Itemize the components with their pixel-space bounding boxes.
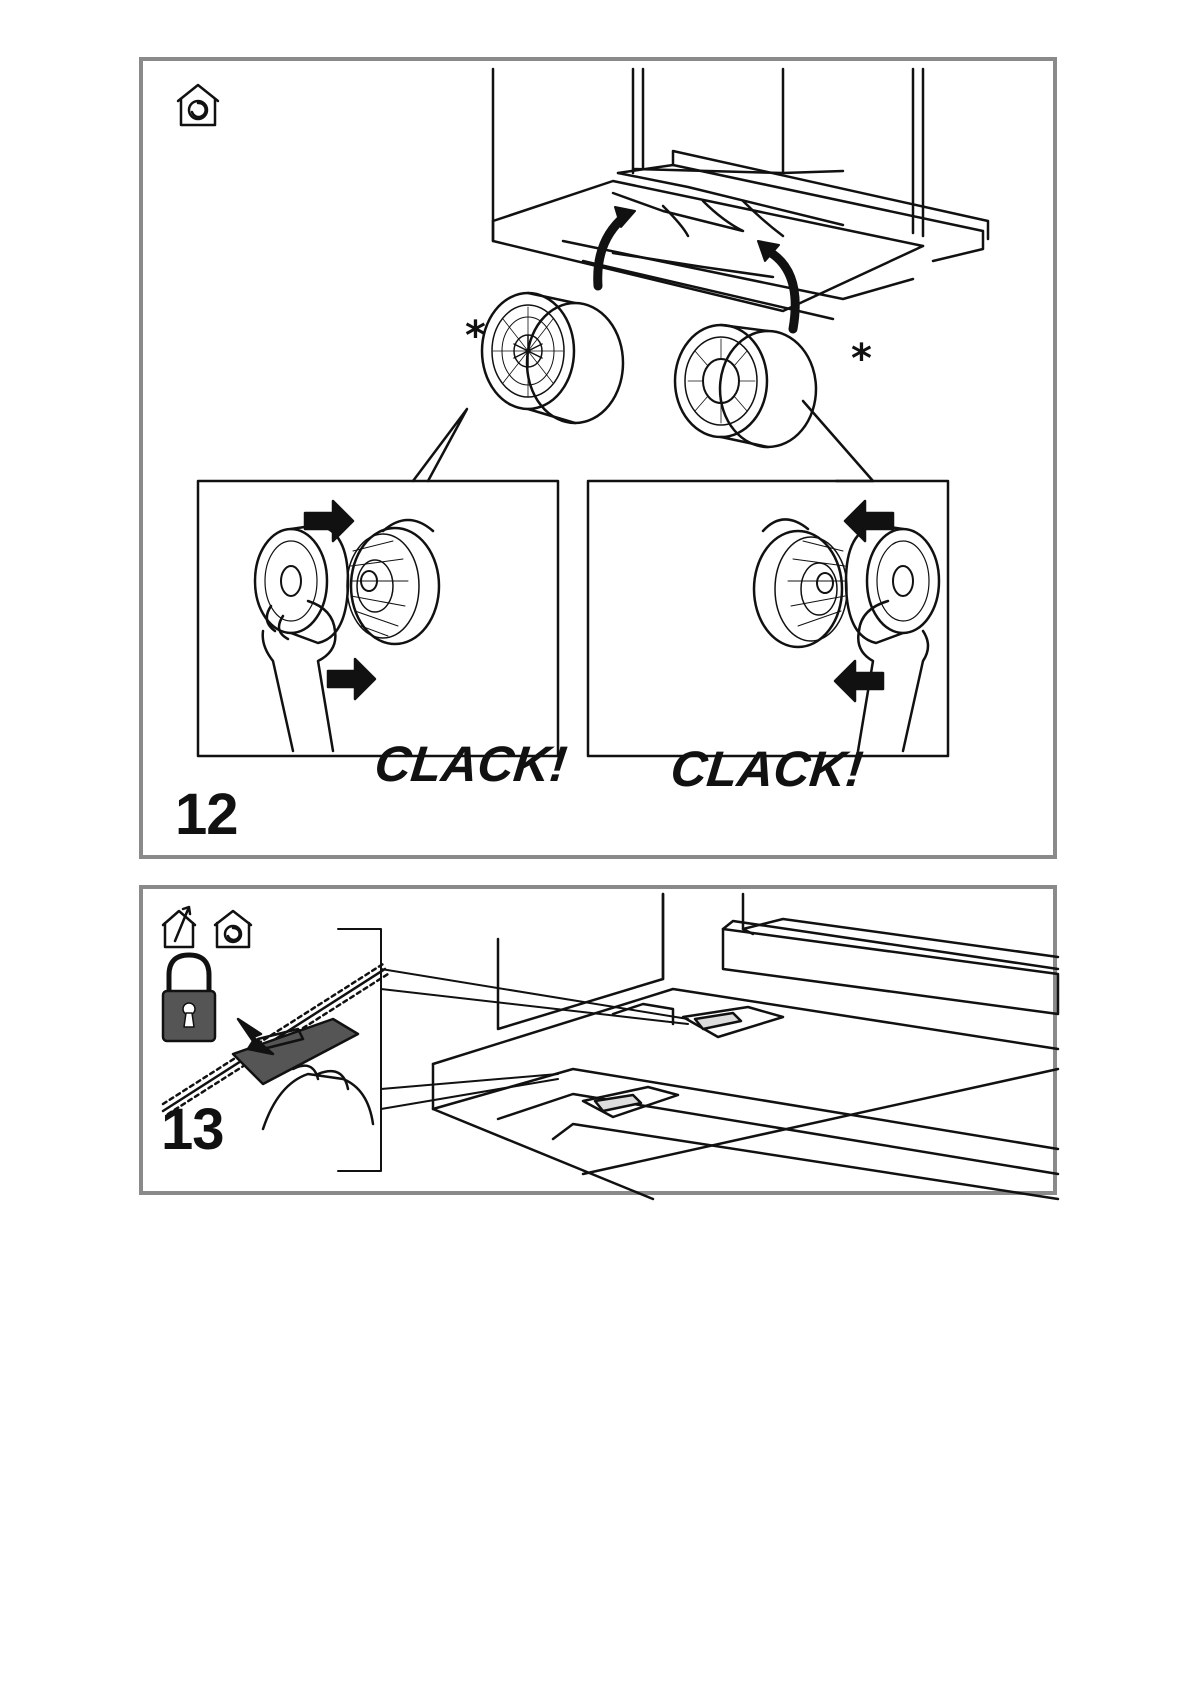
padlock-icon: [163, 955, 215, 1041]
carbon-filter-left: [482, 293, 623, 423]
step-12-panel: * * CLACK! CLACK! 12: [139, 57, 1057, 859]
recirculation-mode-icon: [178, 85, 218, 125]
cooker-hood: [433, 894, 1058, 1199]
carbon-filter-right: [675, 325, 816, 447]
step-number-13: 13: [161, 1101, 224, 1159]
optional-marker-right: *: [851, 339, 872, 379]
cooker-hood: [493, 69, 988, 319]
push-arrow-icon: [305, 501, 353, 541]
optional-marker-left: *: [465, 316, 486, 356]
step-13-illustration: [143, 889, 1061, 1199]
extraction-mode-icon: [163, 907, 195, 947]
step-12-illustration: [143, 61, 1061, 863]
step-13-panel: 13: [139, 885, 1057, 1195]
insert-arrow-right-icon: [768, 251, 795, 329]
push-arrow-icon: [835, 661, 883, 701]
push-arrow-icon: [328, 659, 375, 699]
clack-label-left: CLACK!: [372, 739, 569, 789]
step-number-12: 12: [175, 786, 238, 844]
filter-attach-left: [255, 520, 439, 751]
recirculation-mode-icon: [215, 911, 251, 947]
clack-label-right: CLACK!: [668, 744, 865, 794]
filter-attach-right: [754, 519, 939, 751]
